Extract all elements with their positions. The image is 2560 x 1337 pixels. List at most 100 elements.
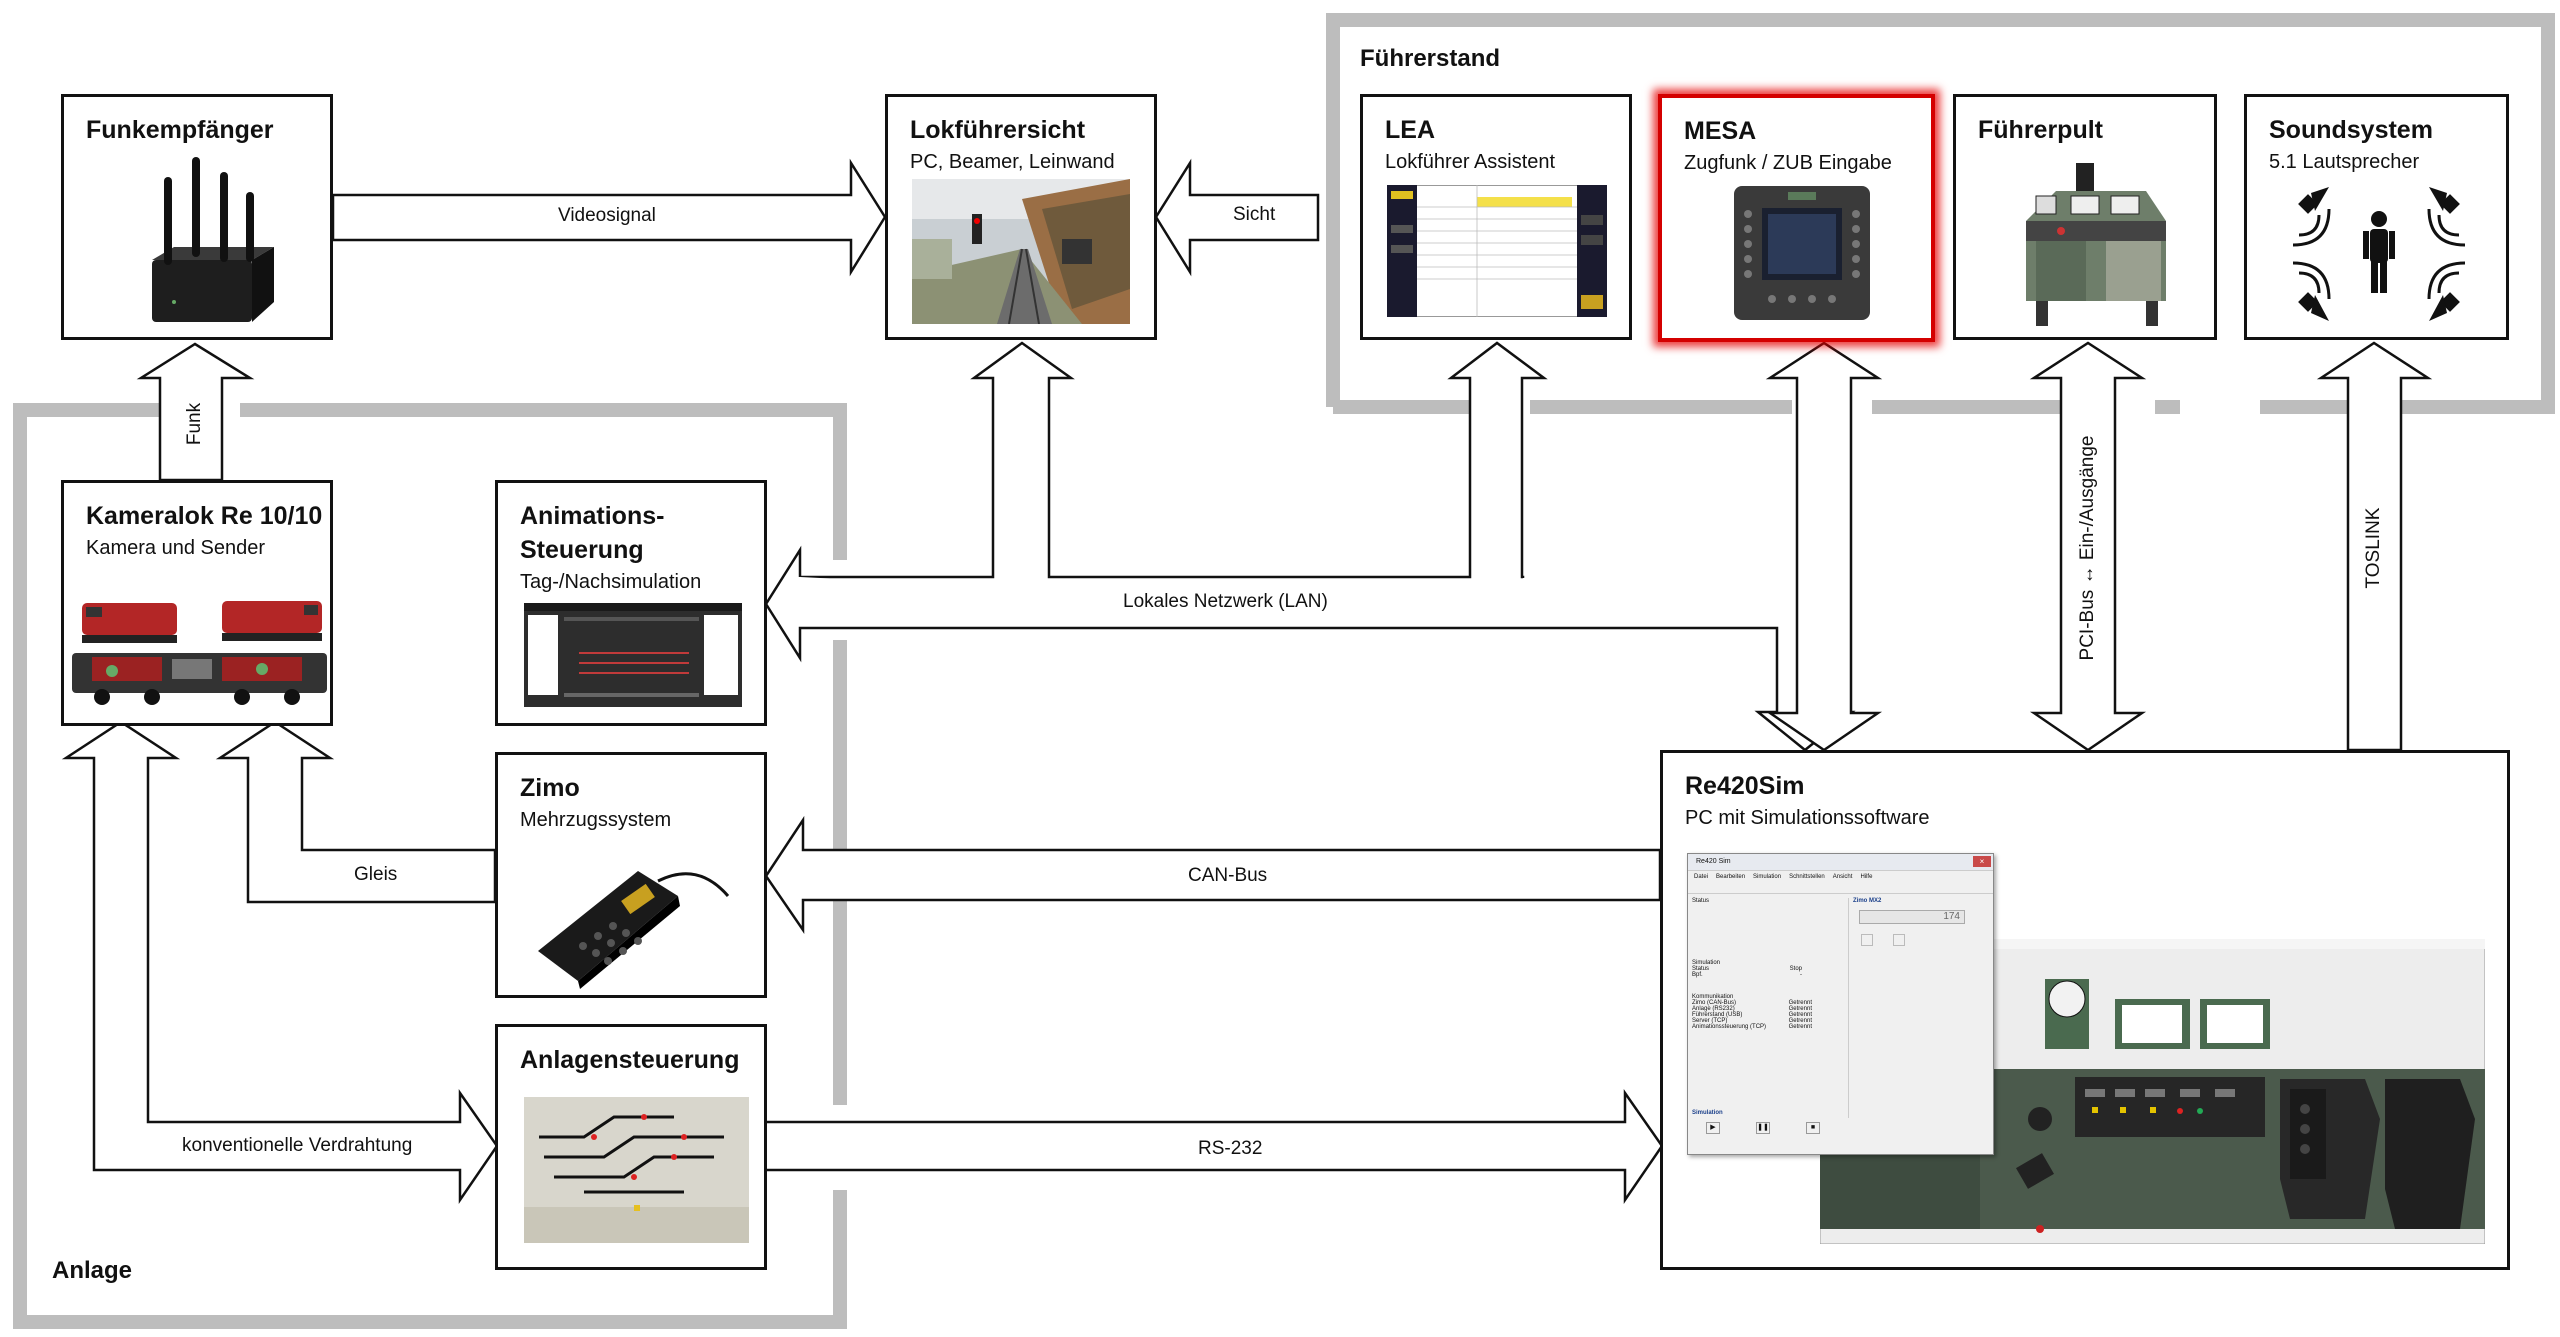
playback-controls: ▶ ❚❚ ■ [1706, 1122, 1842, 1134]
comm-heading: Kommunikation [1692, 994, 1734, 1000]
fuehrerpult-box: Führerpult [1953, 94, 2217, 340]
zimo-panel: Zimo MX2 174 [1848, 898, 1983, 1118]
comm-row: Server (TCP)Getrennt [1692, 1018, 1812, 1024]
window-title: Re420 Sim [1696, 858, 1731, 865]
box-subtitle: Mehrzugssystem [520, 809, 672, 831]
arrow-videosignal [331, 158, 887, 277]
router-image [152, 157, 274, 322]
menu-item[interactable]: Datei [1694, 874, 1709, 880]
arrow-funk [136, 342, 255, 482]
toslink-label: TOSLINK [2363, 507, 2384, 589]
box-title: Lokführersicht [910, 116, 1086, 144]
comm-row: Anlage (RS232)Getrennt [1692, 1006, 1812, 1012]
surround-sound-icon [2292, 187, 2466, 321]
stop-icon[interactable]: ■ [1806, 1122, 1820, 1134]
driver-desk-image [2026, 163, 2166, 326]
gleis-label: Gleis [354, 864, 398, 885]
re420sim-box: Re420Sim PC mit Simulationssoftware Re42… [1660, 750, 2510, 1270]
rs232-label: RS-232 [1198, 1138, 1263, 1159]
lan-label: Lokales Netzwerk (LAN) [1123, 591, 1328, 612]
status-heading: Status [1692, 898, 1710, 904]
lan-shape [800, 341, 1548, 579]
pause-icon[interactable]: ❚❚ [1756, 1122, 1770, 1134]
menu-item[interactable]: Ansicht [1832, 874, 1853, 880]
box-title: MESA [1684, 117, 1757, 145]
box-title: Re420Sim [1685, 772, 1805, 800]
box-title: Führerpult [1978, 116, 2103, 144]
comm-row: Zimo (CAN-Bus)Getrennt [1692, 1000, 1812, 1006]
speed-display: 174 [1859, 910, 1965, 924]
arrow-toslink [2316, 341, 2433, 752]
re420-window: Re420 Sim × Datei Bearbeiten Simulation … [1687, 853, 1994, 1155]
direction-buttons[interactable] [1861, 934, 1983, 946]
verdrahtung-label: konventionelle Verdrahtung [182, 1135, 413, 1156]
play-icon[interactable]: ▶ [1706, 1122, 1720, 1134]
simulation-heading: Simulation [1692, 960, 1721, 966]
arrow-rs232 [763, 1089, 1664, 1205]
animation-software-image [524, 603, 742, 707]
arrow-pci-double [2029, 341, 2147, 752]
funkempfaenger-box: Funkempfänger [61, 94, 333, 340]
box-subtitle: 5.1 Lautsprecher [2269, 151, 2420, 173]
box-title-line1: Animations- [520, 502, 665, 530]
animation-box: Animations- Steuerung Tag-/Nachsimulatio… [495, 480, 767, 726]
arrow-canbus [764, 815, 1662, 935]
window-titlebar: Re420 Sim × [1688, 854, 1993, 871]
zimo-heading: Zimo MX2 [1853, 898, 1882, 904]
menu-item[interactable]: Bearbeiten [1716, 874, 1746, 880]
comm-row: Führerstand (USB)Getrennt [1692, 1012, 1812, 1018]
mesa-terminal-image [1734, 186, 1870, 320]
box-subtitle: PC mit Simulationssoftware [1685, 807, 1930, 829]
anlage-title: Anlage [52, 1257, 133, 1284]
kameralok-box: Kameralok Re 10/10 Kamera und Sender [61, 480, 333, 726]
lea-box: LEA Lokführer Assistent [1360, 94, 1632, 340]
lokfuehrersicht-box: Lokführersicht PC, Beamer, Leinwand [885, 94, 1157, 340]
box-title: Anlagensteuerung [520, 1046, 740, 1074]
box-subtitle: Kamera und Sender [86, 537, 266, 559]
menu-item[interactable]: Schnittstellen [1789, 874, 1825, 880]
sicht-label: Sicht [1233, 204, 1276, 225]
videosignal-label: Videosignal [558, 205, 656, 226]
box-subtitle: Lokführer Assistent [1385, 151, 1556, 173]
box-title: Kameralok Re 10/10 [86, 502, 323, 530]
menu-item[interactable]: Hilfe [1860, 874, 1873, 880]
sim-footer: Simulation ▶ ❚❚ ■ [1692, 1110, 1842, 1134]
fuehrerstand-title: Führerstand [1360, 45, 1501, 72]
down-button[interactable] [1893, 934, 1905, 946]
arrow-gleis [215, 720, 497, 904]
menu-bar: Datei Bearbeiten Simulation Schnittstell… [1688, 871, 1993, 883]
box-title: Funkempfänger [86, 116, 274, 144]
pci-label: PCI-Bus ↔ Ein-/Ausgänge [2077, 435, 2098, 661]
box-title-line2: Steuerung [520, 536, 644, 564]
arrow-mesa-double [1765, 341, 1883, 752]
locomotive-image [72, 601, 327, 705]
close-icon[interactable]: × [1973, 856, 1991, 867]
track-panel-image [524, 1097, 749, 1243]
box-title: LEA [1385, 116, 1435, 144]
box-subtitle: PC, Beamer, Leinwand [910, 151, 1115, 173]
sim-footer-label: Simulation [1692, 1110, 1723, 1116]
anlagensteuerung-box: Anlagensteuerung [495, 1024, 767, 1270]
toolbar [1688, 883, 1993, 894]
throttle-controller-image [538, 871, 730, 989]
up-button[interactable] [1861, 934, 1873, 946]
funk-label: Funk [184, 402, 205, 446]
box-subtitle: Tag-/Nachsimulation [520, 571, 702, 593]
arrows [136, 158, 1320, 482]
comm-row: Animationssteuerung (TCP)Getrennt [1692, 1024, 1812, 1030]
soundsystem-box: Soundsystem 5.1 Lautsprecher [2244, 94, 2509, 340]
arrow-sicht [1154, 158, 1320, 277]
canbus-label: CAN-Bus [1188, 865, 1268, 886]
status-row: Bpf.- [1692, 972, 1802, 978]
box-subtitle: Zugfunk / ZUB Eingabe [1684, 152, 1892, 174]
mesa-box: MESA Zugfunk / ZUB Eingabe [1658, 94, 1935, 342]
lea-screen-image [1387, 185, 1607, 317]
menu-item[interactable]: Simulation [1753, 874, 1782, 880]
box-title: Soundsystem [2269, 116, 2433, 144]
railway-view-image [912, 179, 1130, 324]
box-title: Zimo [520, 774, 580, 802]
zimo-box: Zimo Mehrzugssystem [495, 752, 767, 998]
